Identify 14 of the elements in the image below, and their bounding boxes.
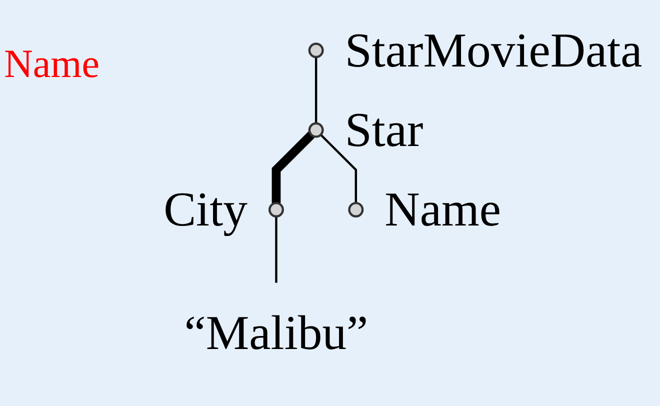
- node-label: City: [164, 182, 248, 237]
- node-circle: [308, 122, 324, 138]
- connector: [320, 134, 358, 204]
- connector: [272, 132, 315, 204]
- node-label: StarMovieData: [344, 23, 642, 78]
- node-circle: [308, 42, 324, 58]
- node-label: Star: [344, 103, 424, 158]
- node-circle: [268, 202, 284, 218]
- node-label: Name: [384, 182, 501, 237]
- node-circle: [348, 202, 364, 218]
- connector: [275, 216, 278, 283]
- annotation-text: Name: [4, 40, 100, 87]
- connector: [314, 57, 318, 124]
- node-text: “Malibu”: [184, 304, 368, 360]
